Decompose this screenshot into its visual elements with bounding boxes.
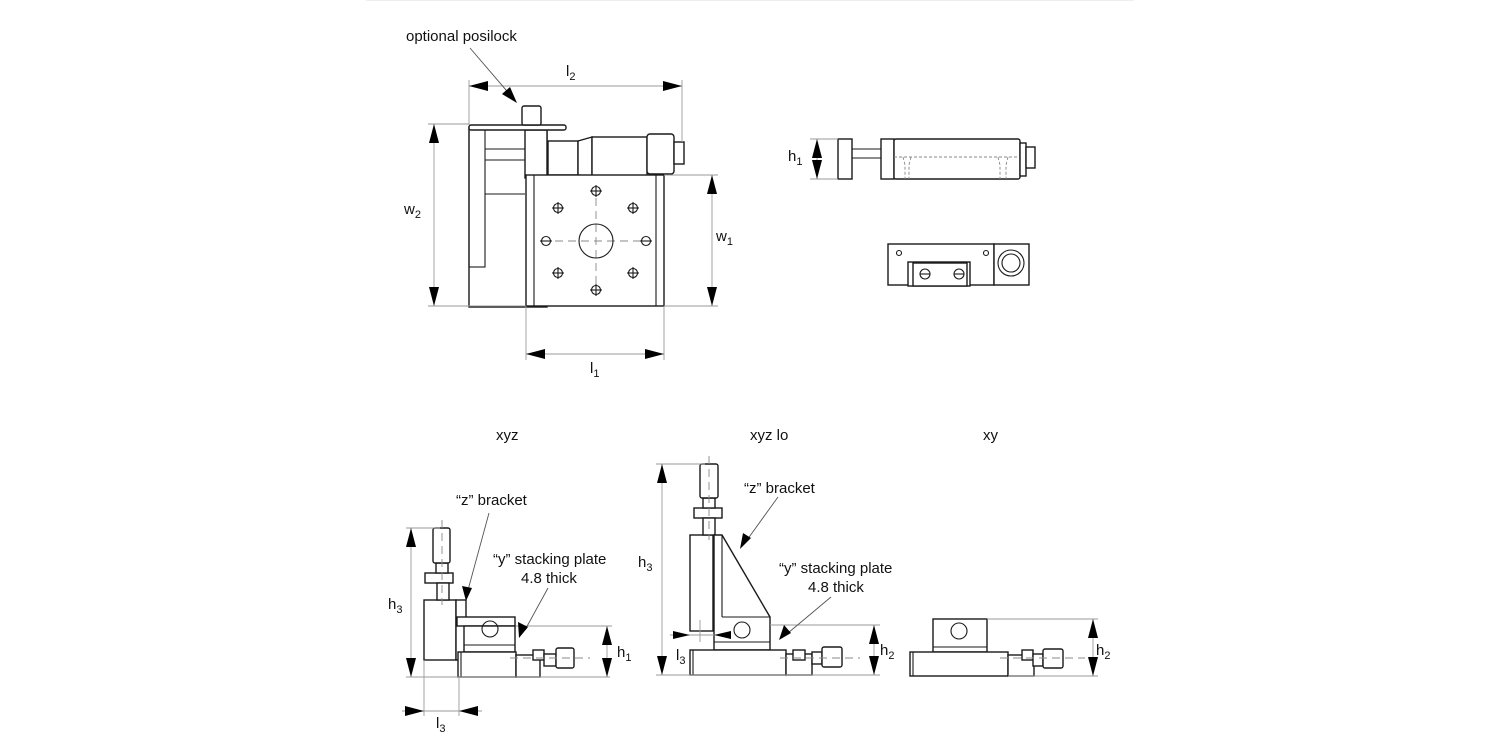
xyz-lo-view (656, 456, 880, 676)
dimension-label-h3-xyz: h3 (388, 596, 402, 616)
posilock-leader (469, 47, 517, 103)
view-title-xyz: xyz (496, 427, 519, 444)
micrometer-tip (1025, 146, 1036, 169)
dimension-label-h2-xyz-lo: h2 (880, 642, 894, 662)
dimension-label-l3-xyz: l3 (436, 715, 445, 735)
end-view (887, 243, 1030, 287)
carriage-block (524, 129, 548, 179)
y-plate-leader-xyz-lo (779, 596, 832, 640)
micrometer-end (673, 141, 685, 165)
xyz-base-stage (457, 651, 517, 678)
dimension-label-l1: l1 (590, 360, 599, 380)
z-micrometer (432, 527, 451, 564)
micrometer-barrel (591, 136, 648, 177)
y-stacking-plate (463, 625, 516, 653)
z-bracket-label-xyz: “z” bracket (456, 492, 528, 509)
y-plate-label-xyz-line2: 4.8 thick (521, 570, 577, 587)
y-plate-label-xyz-lo-line2: 4.8 thick (808, 579, 864, 596)
dimension-label-w1: w1 (715, 228, 733, 248)
dimension-l3-xyz (402, 660, 482, 716)
dimension-h2-xy (987, 618, 1098, 677)
view-title-xy: xy (983, 427, 999, 444)
xyz-lo-base-stage (689, 649, 787, 676)
xy-view (909, 618, 1098, 677)
dimension-l3-xyz-lo (670, 620, 731, 642)
y-plate-label-xyz-lo-line1: “y” stacking plate (779, 560, 892, 577)
top-view (428, 47, 718, 360)
side-view (810, 138, 1036, 180)
z-carriage (424, 572, 454, 584)
xy-base-stage (909, 651, 1009, 677)
dimension-l2 (468, 80, 683, 142)
posilock-plate (468, 124, 567, 131)
dimension-h3-xyz-lo (656, 463, 880, 676)
z-stage-body (423, 599, 457, 661)
dimension-h1-side (810, 138, 838, 180)
top-divider (366, 0, 1134, 1)
dimension-label-h1-side: h1 (788, 148, 802, 168)
xyz-view (402, 512, 612, 716)
dimension-h1-xyz (516, 625, 612, 677)
dimension-label-w2: w2 (403, 201, 421, 221)
dimension-l1 (525, 306, 665, 360)
dimension-label-h3-xyz-lo: h3 (638, 554, 652, 574)
z-bracket-leader-xyz (462, 512, 490, 601)
z-bracket-lo (713, 534, 771, 651)
dimension-label-l3-xyz-lo: l3 (676, 647, 685, 667)
micrometer-thimble (646, 133, 675, 175)
xy-micrometer (1042, 648, 1064, 669)
micrometer-sleeve (547, 140, 579, 176)
z-bracket-leader-xyz-lo (740, 496, 779, 549)
view-title-xyz-lo: xyz lo (750, 427, 788, 444)
stage-body (893, 138, 1021, 180)
body-end-block (880, 138, 895, 180)
mounting-holes (540, 185, 652, 296)
y-plate-label-xyz-line1: “y” stacking plate (493, 551, 606, 568)
xyz-lo-micrometer (821, 646, 843, 668)
dimension-label-h2-xy: h2 (1096, 642, 1110, 662)
micrometer-bore-outer (997, 249, 1025, 277)
z-carriage-lo (693, 507, 723, 519)
posilock-head (837, 138, 853, 180)
micrometer-bore-inner (1001, 253, 1021, 273)
dimension-w2 (428, 123, 526, 307)
micrometer-collar (1019, 142, 1027, 177)
z-bracket-label-xyz-lo: “z” bracket (744, 480, 816, 497)
center-bore (578, 223, 614, 259)
dimension-h3-xyz (406, 527, 610, 678)
dimension-label-h1-xyz: h1 (617, 644, 631, 664)
y-plate-leader-xyz (518, 587, 549, 638)
dimension-w1 (664, 174, 718, 307)
posilock-knob (521, 105, 542, 126)
end-micrometer-block (993, 243, 1030, 286)
dimension-label-l2: l2 (566, 63, 575, 83)
z-stage-body-lo (689, 534, 714, 632)
posilock-label: optional posilock (406, 28, 517, 45)
dimension-h2-xyz-lo (770, 624, 880, 675)
